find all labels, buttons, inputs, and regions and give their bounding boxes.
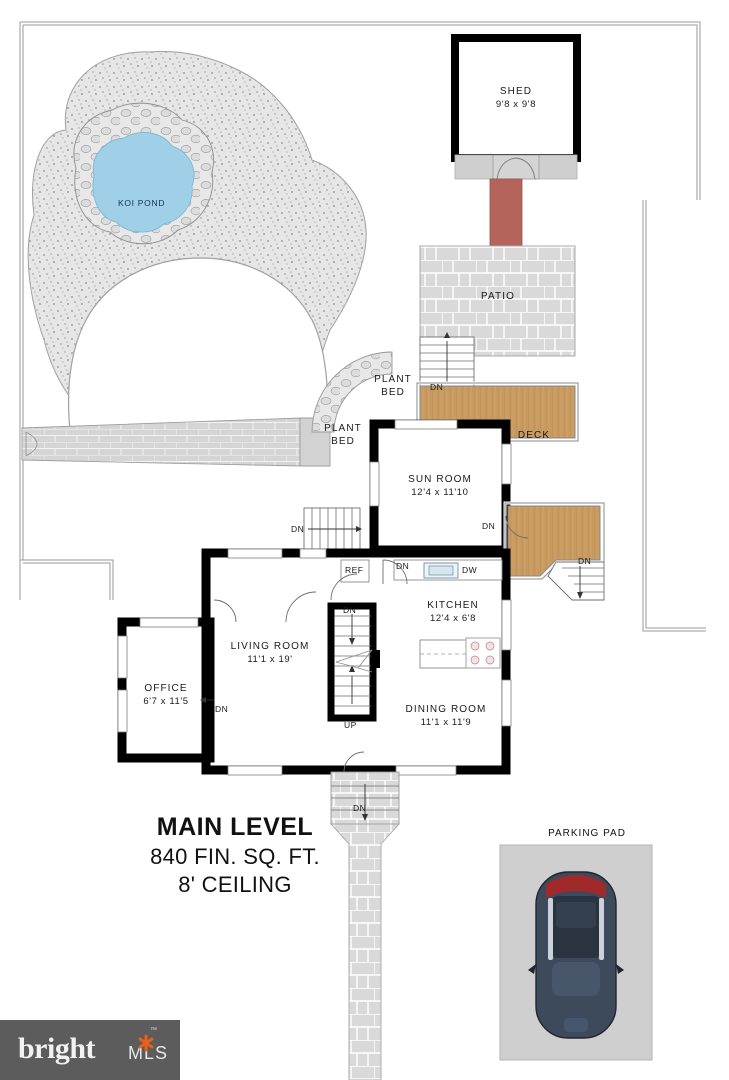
deck-label: DECK bbox=[517, 430, 551, 441]
stair-patio-dn-label: DN bbox=[430, 382, 444, 392]
stair-sunroom-dn-label: DN bbox=[482, 521, 496, 531]
living-room-dimensions: 11'1 x 19' bbox=[247, 654, 293, 665]
property-boundary-left bbox=[19, 559, 114, 600]
office-door-stair bbox=[200, 697, 214, 703]
plan-area-text: 840 FIN. SQ. FT. bbox=[150, 843, 320, 869]
koi-pond-label: KOI POND bbox=[118, 198, 165, 208]
refrigerator-label: REF bbox=[345, 565, 364, 575]
kitchen-counters bbox=[340, 559, 503, 669]
trademark-symbol: ™ bbox=[150, 1027, 157, 1034]
shed-structure bbox=[451, 34, 581, 180]
bright-asterisk-icon bbox=[138, 1034, 154, 1052]
shed-connector bbox=[489, 178, 523, 248]
dining-room-label: DINING ROOM bbox=[405, 704, 487, 715]
stair-kitchen-dn-label: DN bbox=[396, 561, 410, 571]
bright-logo-text: bright bbox=[18, 1032, 96, 1065]
living-room-label: LIVING ROOM bbox=[230, 641, 310, 652]
patio-steps bbox=[419, 332, 475, 390]
center-stairs bbox=[327, 602, 380, 722]
kitchen-label: KITCHEN bbox=[427, 600, 479, 611]
parking-pad-label: PARKING PAD bbox=[548, 828, 626, 839]
stair-front-dn-label: DN bbox=[353, 803, 367, 813]
sun-room-label: SUN ROOM bbox=[408, 474, 472, 485]
property-boundary bbox=[19, 21, 701, 560]
stair-office-dn-label: DN bbox=[215, 704, 229, 714]
side-walkway bbox=[21, 417, 331, 467]
office-label: OFFICE bbox=[144, 683, 188, 694]
stair-center-up-label: UP bbox=[344, 720, 357, 730]
koi-pond-feature bbox=[73, 102, 214, 245]
kitchen-dimensions: 12'4 x 6'8 bbox=[429, 613, 477, 624]
bright-mls-logo-background bbox=[0, 1020, 180, 1080]
patio-label: PATIO bbox=[480, 291, 516, 302]
shed-dimensions: 9'8 x 9'8 bbox=[495, 99, 537, 110]
stair-deck-dn-label: DN bbox=[578, 556, 592, 566]
shed-label: SHED bbox=[499, 86, 533, 97]
car-graphic bbox=[528, 871, 624, 1039]
stair-center-dn-label: DN bbox=[343, 605, 357, 615]
plant-bed-arc bbox=[311, 351, 393, 433]
parking-pad-area bbox=[499, 844, 653, 1061]
sun-room-dimensions: 12'4 x 11'10 bbox=[411, 487, 469, 498]
sunroom-side-steps bbox=[303, 507, 362, 551]
plan-ceiling-text: 8' CEILING bbox=[178, 872, 292, 898]
plan-level-title: MAIN LEVEL bbox=[156, 813, 314, 841]
dining-room-dimensions: 11'1 x 11'9 bbox=[420, 717, 472, 728]
title-block: MAIN LEVEL 840 FIN. SQ. FT. 8' CEILING bbox=[90, 812, 380, 900]
deck-lower bbox=[503, 501, 606, 601]
mls-logo-text: MLS bbox=[128, 1043, 169, 1063]
dishwasher-label: DW bbox=[462, 565, 478, 575]
front-door-swing bbox=[343, 751, 365, 773]
front-entry bbox=[329, 771, 401, 1080]
stair-side-dn-label: DN bbox=[291, 524, 305, 534]
office-dimensions: 6'7 x 11'5 bbox=[143, 696, 189, 707]
house-windows bbox=[117, 548, 512, 776]
door-swings bbox=[213, 515, 529, 623]
property-boundary-right bbox=[642, 200, 706, 632]
